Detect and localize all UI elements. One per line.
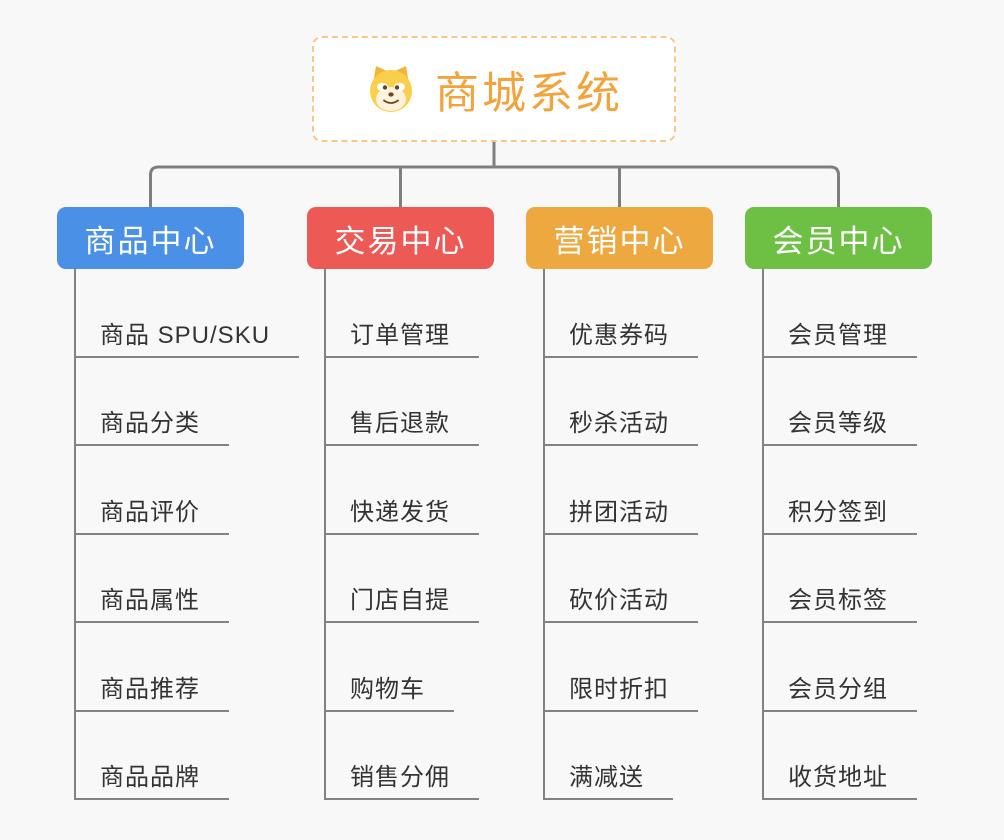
leaf-label: 会员管理: [788, 321, 888, 349]
leaf-label: 购物车: [350, 675, 425, 703]
leaf-label: 限时折扣: [569, 675, 669, 703]
leaf-node-product-center-6[interactable]: 商品品牌: [74, 712, 229, 800]
leaf-label: 商品分类: [100, 410, 200, 437]
leaf-label: 快递发货: [350, 498, 450, 526]
root-node[interactable]: 商城系统: [312, 36, 676, 142]
connector-bus-line: [149, 165, 840, 208]
leaf-node-trade-center-3[interactable]: 快递发货: [324, 446, 479, 535]
leaf-label: 拼团活动: [569, 498, 669, 526]
branch-trunk-line: [762, 269, 764, 800]
leaf-label: 收货地址: [788, 764, 888, 791]
branch-label: 交易中心: [334, 223, 467, 259]
leaf-node-marketing-center-5[interactable]: 限时折扣: [543, 623, 698, 712]
leaf-label: 门店自提: [350, 587, 450, 614]
leaf-node-product-center-3[interactable]: 商品评价: [74, 446, 229, 535]
leaf-node-marketing-center-1[interactable]: 优惠券码: [543, 269, 698, 358]
branch-column-member-center: 会员中心 会员管理 会员等级 积分签到 会员标签 会员分组 收货地址: [745, 207, 1004, 800]
leaf-node-marketing-center-4[interactable]: 砍价活动: [543, 535, 698, 623]
leaf-node-trade-center-6[interactable]: 销售分佣: [324, 712, 479, 800]
leaf-node-member-center-2[interactable]: 会员等级: [762, 358, 917, 446]
branch-label: 会员中心: [772, 223, 905, 259]
leaf-label: 会员分组: [788, 675, 888, 703]
root-title: 商城系统: [435, 69, 623, 118]
leaf-node-product-center-2[interactable]: 商品分类: [74, 358, 229, 446]
branch-column-trade-center: 交易中心 订单管理 售后退款 快递发货 门店自提 购物车 销售分佣: [307, 207, 567, 800]
leaf-node-member-center-1[interactable]: 会员管理: [762, 269, 917, 358]
leaf-node-trade-center-1[interactable]: 订单管理: [324, 269, 479, 358]
leaf-node-trade-center-4[interactable]: 门店自提: [324, 535, 479, 623]
leaf-label: 订单管理: [350, 321, 450, 349]
branch-items: 会员管理 会员等级 积分签到 会员标签 会员分组 收货地址: [762, 269, 917, 800]
leaf-label: 商品推荐: [100, 675, 200, 703]
leaf-label: 满减送: [569, 764, 644, 791]
leaf-node-product-center-4[interactable]: 商品属性: [74, 535, 229, 623]
branch-header-trade-center[interactable]: 交易中心: [307, 207, 494, 269]
branch-label: 营销中心: [553, 223, 686, 259]
branch-header-member-center[interactable]: 会员中心: [745, 207, 932, 269]
leaf-label: 商品 SPU/SKU: [100, 321, 271, 349]
leaf-label: 砍价活动: [569, 587, 669, 614]
leaf-label: 优惠券码: [569, 321, 669, 349]
leaf-label: 售后退款: [350, 410, 450, 437]
branch-column-product-center: 商品中心 商品 SPU/SKU 商品分类 商品评价 商品属性 商品推荐 商品品牌: [57, 207, 317, 800]
leaf-label: 销售分佣: [350, 764, 450, 791]
doge-dog-icon: [370, 66, 412, 112]
leaf-label: 商品品牌: [100, 764, 200, 791]
leaf-label: 会员等级: [788, 410, 888, 437]
leaf-node-member-center-4[interactable]: 会员标签: [762, 535, 917, 623]
branch-header-product-center[interactable]: 商品中心: [57, 207, 244, 269]
leaf-node-member-center-6[interactable]: 收货地址: [762, 712, 917, 800]
leaf-node-trade-center-2[interactable]: 售后退款: [324, 358, 479, 446]
leaf-node-member-center-5[interactable]: 会员分组: [762, 623, 917, 712]
leaf-label: 积分签到: [788, 498, 888, 526]
branch-items: 订单管理 售后退款 快递发货 门店自提 购物车 销售分佣: [324, 269, 479, 800]
branch-column-marketing-center: 营销中心 优惠券码 秒杀活动 拼团活动 砍价活动 限时折扣 满减送: [526, 207, 786, 800]
branch-trunk-line: [324, 269, 326, 800]
branch-label: 商品中心: [84, 223, 217, 259]
branch-trunk-line: [543, 269, 545, 800]
branch-trunk-line: [74, 269, 76, 800]
leaf-node-marketing-center-3[interactable]: 拼团活动: [543, 446, 698, 535]
leaf-node-product-center-1[interactable]: 商品 SPU/SKU: [74, 269, 300, 358]
leaf-node-product-center-5[interactable]: 商品推荐: [74, 623, 229, 712]
leaf-label: 商品评价: [100, 498, 200, 526]
leaf-label: 商品属性: [100, 587, 200, 614]
leaf-node-marketing-center-2[interactable]: 秒杀活动: [543, 358, 698, 446]
leaf-node-member-center-3[interactable]: 积分签到: [762, 446, 917, 535]
leaf-node-marketing-center-6[interactable]: 满减送: [543, 712, 673, 800]
leaf-label: 秒杀活动: [569, 410, 669, 437]
tree-connector-lines: [149, 142, 840, 208]
leaf-node-trade-center-5[interactable]: 购物车: [324, 623, 454, 712]
branch-items: 商品 SPU/SKU 商品分类 商品评价 商品属性 商品推荐 商品品牌: [74, 269, 300, 800]
branch-items: 优惠券码 秒杀活动 拼团活动 砍价活动 限时折扣 满减送: [543, 269, 698, 800]
leaf-label: 会员标签: [788, 587, 888, 614]
branch-header-marketing-center[interactable]: 营销中心: [526, 207, 713, 269]
